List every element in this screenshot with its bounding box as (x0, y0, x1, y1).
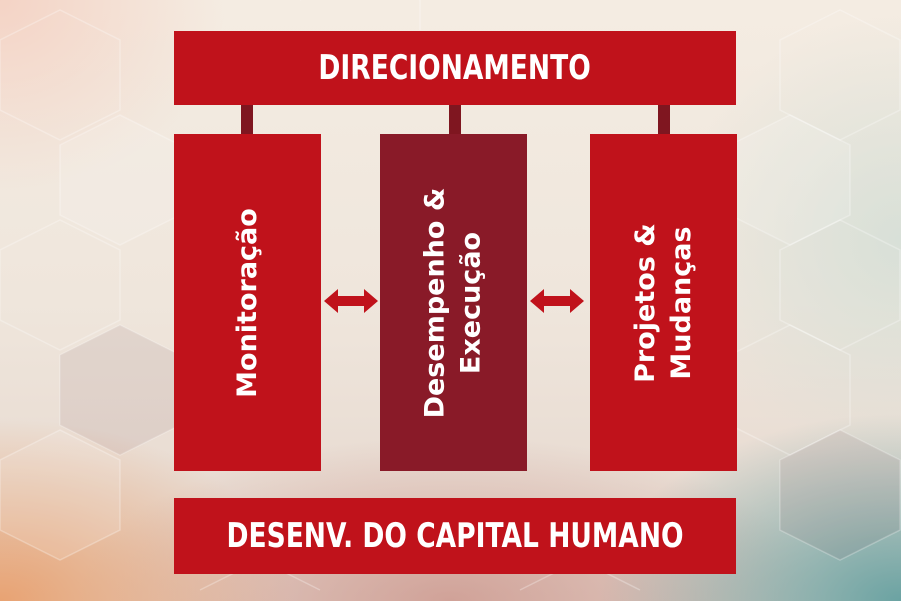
double-arrow-icon-left (324, 289, 378, 313)
pillar-desempenho-execucao-text: Desempenho & Execução (418, 187, 490, 418)
direcionamento-label: DIRECIONAMENTO (318, 48, 592, 88)
direcionamento-bar: DIRECIONAMENTO (174, 31, 736, 105)
pillar-monitoracao: Monitoração (174, 134, 321, 471)
connector-center (449, 105, 461, 134)
capital-humano-label: DESENV. DO CAPITAL HUMANO (226, 516, 684, 556)
connector-left (241, 105, 253, 134)
pillar-monitoracao-text: Monitoração (230, 208, 266, 398)
pillar-desempenho-label-line2: Execução (455, 231, 487, 374)
capital-humano-bar: DESENV. DO CAPITAL HUMANO (174, 498, 736, 574)
pillar-projetos-label-line1: Projetos & (629, 222, 661, 383)
pillar-projetos-mudancas: Projetos & Mudanças (590, 134, 737, 471)
pillar-projetos-mudancas-text: Projetos & Mudanças (628, 223, 700, 383)
pillar-monitoracao-label: Monitoração (231, 207, 263, 398)
connector-right (658, 105, 670, 134)
pillar-projetos-label-line2: Mudanças (665, 225, 697, 380)
pillar-desempenho-execucao: Desempenho & Execução (380, 134, 527, 471)
pillar-desempenho-label-line1: Desempenho & (419, 187, 451, 418)
double-arrow-icon-right (530, 289, 584, 313)
